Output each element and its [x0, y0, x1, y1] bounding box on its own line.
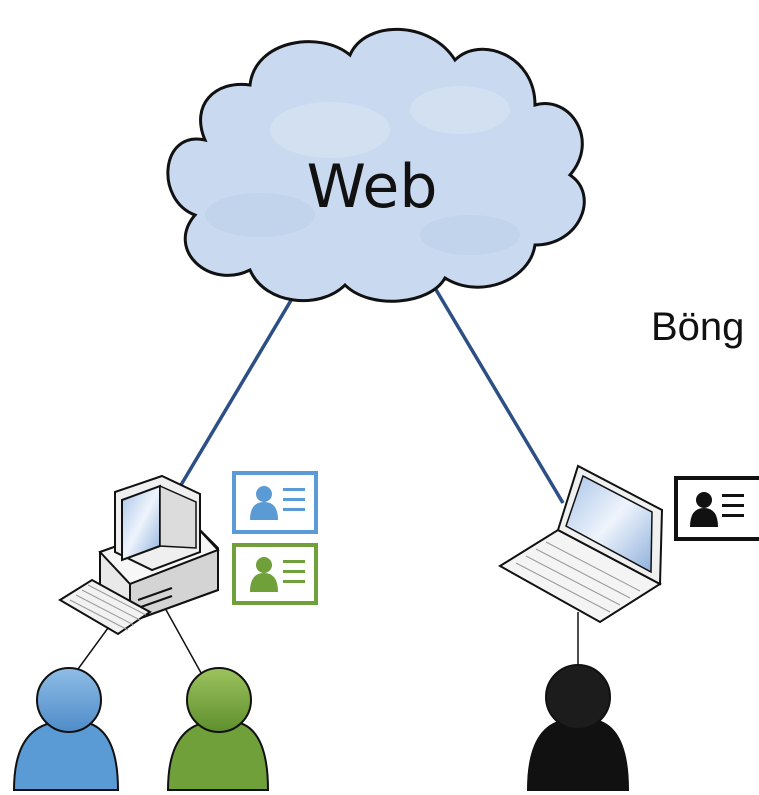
laptop-icon	[498, 464, 664, 624]
link-desktop-green-user	[164, 607, 206, 681]
contact-card-black	[674, 476, 759, 541]
user-black	[526, 664, 630, 791]
desktop-computer-icon	[58, 474, 220, 636]
link-cloud-desktop	[176, 296, 295, 491]
side-label: Böng	[651, 305, 745, 349]
contact-card-green	[232, 543, 318, 605]
link-cloud-laptop	[430, 282, 565, 504]
web-cloud: Web	[166, 27, 586, 303]
contact-card-icon	[690, 492, 744, 527]
contact-card-blue	[232, 471, 318, 534]
contact-card-icon	[250, 557, 305, 592]
user-blue	[12, 667, 120, 791]
person-icon	[12, 667, 120, 791]
person-icon	[526, 664, 630, 791]
person-icon	[166, 667, 270, 791]
user-green	[166, 667, 270, 791]
contact-card-icon	[250, 486, 305, 520]
cloud-label: Web	[307, 152, 438, 222]
